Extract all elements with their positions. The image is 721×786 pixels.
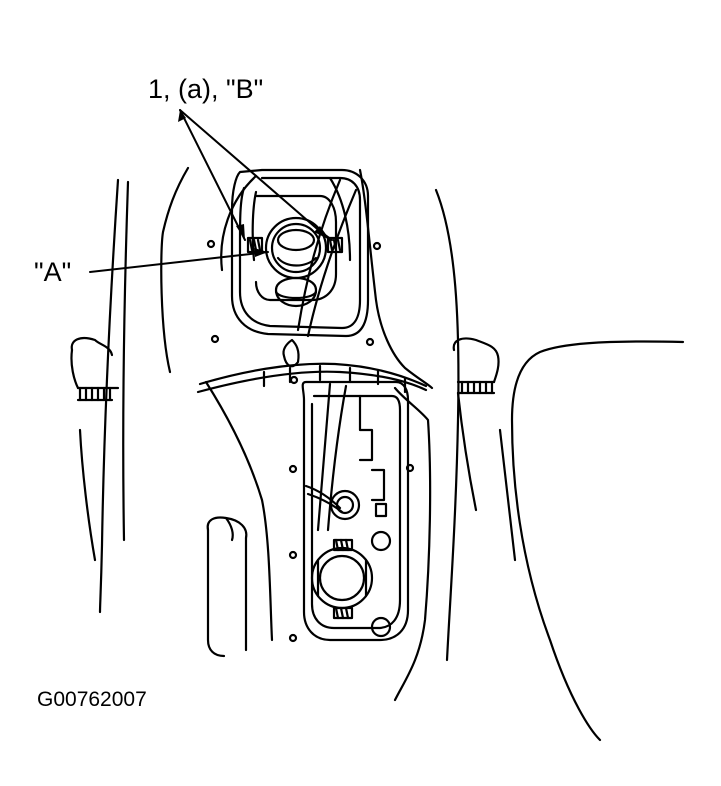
leader-lines: [90, 110, 330, 272]
callout-label-a: "A": [34, 257, 72, 287]
lamp-housing: [161, 168, 432, 700]
figure-id: G00762007: [37, 688, 147, 711]
leader-arrowheads: [178, 110, 330, 257]
left-body-panel: [71, 180, 128, 612]
lower-post: [208, 518, 247, 657]
right-body-panel: [436, 190, 683, 740]
mounting-holes: [208, 241, 413, 641]
callout-label-b: 1, (a), "B": [148, 74, 264, 104]
lower-socket-opening: [303, 382, 408, 640]
